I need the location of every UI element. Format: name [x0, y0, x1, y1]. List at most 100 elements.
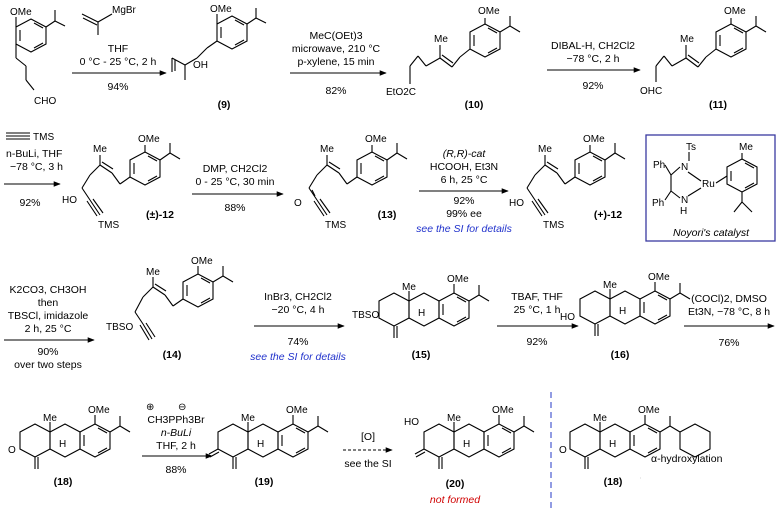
svg-text:88%: 88%	[165, 464, 186, 476]
svg-text:THF: THF	[108, 43, 128, 55]
svg-text:Me: Me	[603, 280, 617, 291]
svg-text:92%: 92%	[19, 197, 40, 209]
svg-text:TMS: TMS	[98, 220, 119, 231]
starting-aldehyde: OMe CHO	[10, 7, 66, 107]
compound-12-racemic: OMe Me HO TMS (±)-12	[62, 134, 181, 231]
arrow-step-1: THF 0 °C - 25 °C, 2 h 94%	[72, 43, 167, 93]
svg-text:OMe: OMe	[88, 405, 110, 416]
svg-text:Me: Me	[43, 413, 57, 424]
svg-text:microwave, 210 °C: microwave, 210 °C	[292, 43, 381, 55]
svg-text:N: N	[681, 195, 688, 206]
arrow-step-6: (R,R)-cat HCOOH, Et3N 6 h, 25 °C 92% 99%…	[416, 148, 512, 235]
svg-text:OH: OH	[193, 60, 208, 71]
compound-16: OMe Me H HO (16)	[560, 272, 691, 361]
svg-text:DMP, CH2Cl2: DMP, CH2Cl2	[203, 163, 268, 175]
svg-text:25 °C, 1 h: 25 °C, 1 h	[514, 304, 561, 316]
svg-text:2 h, 25 °C: 2 h, 25 °C	[25, 323, 72, 335]
compound-9: OMe OH (9)	[171, 4, 267, 111]
svg-text:HO: HO	[62, 195, 77, 206]
cho-text: CHO	[34, 96, 56, 107]
svg-text:Me: Me	[739, 142, 753, 153]
svg-text:MeC(OEt)3: MeC(OEt)3	[309, 30, 362, 42]
compound-14: OMe Me TBSO (14)	[106, 256, 234, 361]
svg-text:Ts: Ts	[686, 142, 696, 153]
arrow-step-4: TMS n-BuLi, THF −78 °C, 3 h 92%	[4, 132, 63, 209]
svg-text:Me: Me	[241, 413, 255, 424]
svg-text:(9): (9)	[218, 99, 231, 111]
svg-text:(18): (18)	[54, 476, 73, 488]
svg-text:(±)-12: (±)-12	[146, 209, 174, 221]
svg-text:⊕: ⊕	[146, 402, 154, 413]
svg-text:Ru: Ru	[702, 179, 715, 190]
svg-text:Me: Me	[146, 267, 160, 278]
svg-text:92%: 92%	[526, 336, 547, 348]
svg-text:n-BuLi: n-BuLi	[161, 427, 192, 439]
svg-text:−78 °C, 3 h: −78 °C, 3 h	[10, 161, 63, 173]
svg-text:TMS: TMS	[325, 220, 346, 231]
svg-text:H: H	[418, 308, 425, 319]
mgbr-text: MgBr	[112, 5, 137, 16]
svg-text:OMe: OMe	[365, 134, 387, 145]
svg-text:OMe: OMe	[191, 256, 213, 267]
svg-text:THF, 2 h: THF, 2 h	[156, 440, 196, 452]
svg-text:Me: Me	[538, 144, 552, 155]
svg-text:H: H	[257, 439, 264, 450]
svg-text:TMS: TMS	[33, 132, 54, 143]
svg-text:74%: 74%	[287, 336, 308, 348]
svg-text:(13): (13)	[378, 209, 397, 221]
svg-text:(11): (11)	[709, 99, 727, 111]
svg-text:HCOOH, Et3N: HCOOH, Et3N	[430, 161, 498, 173]
not-formed-note: not formed	[430, 494, 481, 506]
svg-text:TBSO: TBSO	[352, 310, 379, 321]
compound-12-plus: OMe Me HO TMS (+)-12	[509, 134, 626, 231]
svg-text:(10): (10)	[465, 99, 484, 111]
svg-text:OMe: OMe	[138, 134, 160, 145]
svg-text:(15): (15)	[412, 349, 431, 361]
catalyst-caption: Noyori's catalyst	[673, 227, 750, 239]
svg-text:OMe: OMe	[447, 274, 469, 285]
svg-text:88%: 88%	[224, 202, 245, 214]
svg-text:TBSCl, imidazole: TBSCl, imidazole	[8, 310, 89, 322]
svg-text:OMe: OMe	[583, 134, 605, 145]
svg-text:then: then	[38, 297, 59, 309]
svg-text:TBSO: TBSO	[106, 322, 133, 333]
arrow-step-12: [O] see the SI	[343, 431, 393, 470]
svg-text:OMe: OMe	[724, 6, 746, 17]
svg-text:Me: Me	[320, 144, 334, 155]
compound-13: OMe Me O TMS (13)	[294, 134, 408, 231]
svg-text:TBAF, THF: TBAF, THF	[511, 291, 563, 303]
arrow-step-8: InBr3, CH2Cl2 −20 °C, 4 h 74% see the SI…	[250, 291, 346, 363]
svg-text:Me: Me	[447, 413, 461, 424]
arrow-step-3: DIBAL-H, CH2Cl2 −78 °C, 2 h 92%	[547, 40, 641, 92]
svg-text:Ph: Ph	[652, 198, 664, 209]
svg-text:(20): (20)	[446, 478, 465, 490]
compound-15: OMe Me H TBSO (15)	[352, 274, 490, 361]
see-si-note: see the SI for details	[416, 223, 512, 235]
compound-19: OMe Me H (19)	[208, 405, 329, 488]
svg-text:K2CO3, CH3OH: K2CO3, CH3OH	[9, 284, 86, 296]
svg-text:H: H	[609, 439, 616, 450]
svg-text:H: H	[59, 439, 66, 450]
svg-text:Me: Me	[680, 34, 694, 45]
svg-text:Et3N, −78 °C, 8 h: Et3N, −78 °C, 8 h	[688, 306, 770, 318]
svg-text:O: O	[8, 445, 16, 456]
svg-text:(R,R)-cat: (R,R)-cat	[443, 148, 487, 160]
compound-11: OMe Me OHC (11)	[640, 6, 767, 111]
svg-text:HO: HO	[560, 312, 575, 323]
arrow-step-11: ⊕ ⊖ CH3PPh3Br n-BuLi THF, 2 h 88%	[142, 402, 213, 476]
svg-text:OHC: OHC	[640, 86, 662, 97]
svg-text:(18): (18)	[604, 476, 623, 488]
svg-text:Ph: Ph	[653, 160, 665, 171]
svg-text:HO: HO	[404, 417, 419, 428]
compound-18-copy: OMe Me H O (18)	[559, 405, 681, 488]
svg-text:HO: HO	[509, 198, 524, 209]
svg-text:EtO2C: EtO2C	[386, 87, 416, 98]
arrow-step-10: (COCl)2, DMSO Et3N, −78 °C, 8 h 76%	[684, 293, 775, 349]
svg-text:[O]: [O]	[361, 431, 375, 443]
svg-text:99% ee: 99% ee	[446, 208, 482, 220]
svg-text:TMS: TMS	[543, 220, 564, 231]
svg-text:Me: Me	[93, 144, 107, 155]
svg-text:n-BuLi, THF: n-BuLi, THF	[6, 148, 62, 160]
arrow-step-2: MeC(OEt)3 microwave, 210 °C p-xylene, 15…	[290, 30, 387, 97]
arrow-step-7: K2CO3, CH3OH then TBSCl, imidazole 2 h, …	[4, 284, 95, 371]
